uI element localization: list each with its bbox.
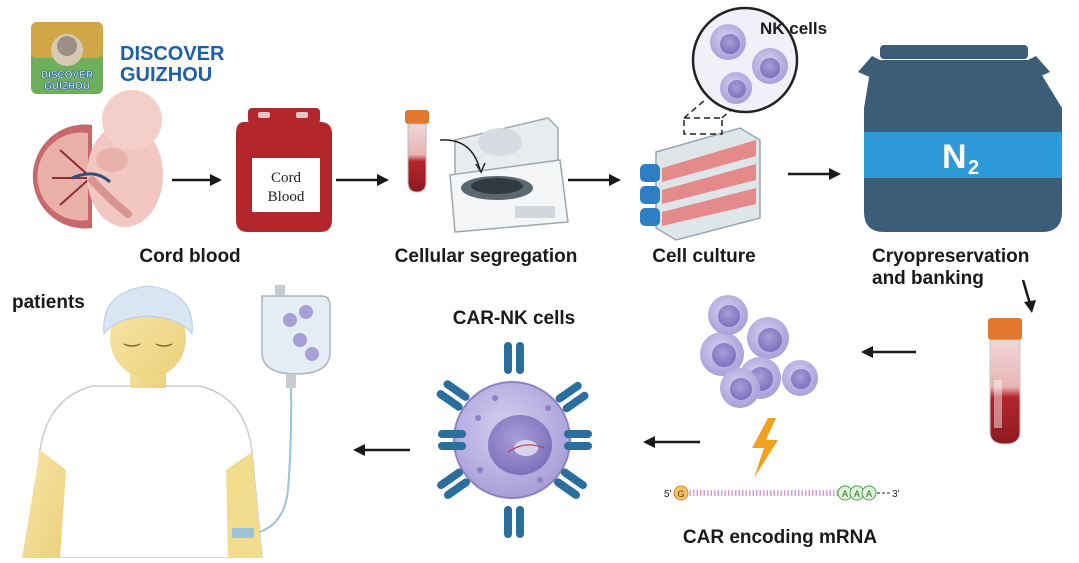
- centrifuge-illustration: [439, 117, 569, 233]
- nk-cells-zoom: NK cells: [691, 6, 827, 114]
- five-prime-label: 5': [664, 489, 672, 500]
- patient-illustration: [22, 285, 263, 559]
- logo-badge-line1: DISCOVER: [41, 70, 94, 81]
- car-mrna-strand: G A A A 5' 3': [664, 485, 900, 501]
- brand-title-line1: DISCOVER: [120, 43, 225, 65]
- bag-label-line1: Cord: [271, 170, 302, 186]
- flask-cap-2: [640, 186, 660, 204]
- flow-arrows: [172, 168, 1036, 456]
- fetus-illustration: [32, 90, 163, 229]
- iv-infusion-bag: [251, 285, 331, 535]
- label-car-encoding-mrna: CAR encoding mRNA: [683, 527, 878, 548]
- n2-symbol: N: [942, 138, 967, 176]
- label-patients: patients: [12, 292, 85, 313]
- label-cryopreservation: Cryopreservation: [872, 246, 1029, 267]
- arrow-right-3: [568, 174, 621, 186]
- label-cord-blood: Cord blood: [139, 246, 240, 267]
- nk-cells-label: NK cells: [760, 19, 827, 38]
- arrow-left-2: [643, 436, 700, 448]
- brand-title-line2: GUIZHOU: [120, 64, 212, 86]
- brand-logo: DISCOVER GUIZHOU DISCOVER GUIZHOU: [31, 22, 225, 94]
- label-car-nk-cells: CAR-NK cells: [453, 308, 575, 329]
- polyA-1: A: [842, 489, 848, 499]
- polyA-2: A: [854, 489, 860, 499]
- flask-cap-3: [640, 208, 660, 226]
- liquid-nitrogen-tank: N 2: [858, 45, 1062, 232]
- arrow-left-3: [353, 444, 410, 456]
- n2-subscript: 2: [968, 157, 979, 179]
- electroporation-lightning-icon: [752, 418, 778, 478]
- label-and-banking: and banking: [872, 268, 984, 289]
- arrow-left-1: [861, 346, 916, 358]
- car-receptor-icon: [436, 342, 592, 538]
- tank-band: [864, 132, 1062, 178]
- arrow-right-1: [172, 174, 222, 186]
- arrow-right-2: [336, 174, 389, 186]
- three-prime-label: 3': [892, 489, 900, 500]
- expanded-nk-cell-cluster: [700, 295, 818, 408]
- label-cell-culture: Cell culture: [652, 246, 755, 267]
- blood-tube: [405, 110, 429, 193]
- car-nk-cell: [436, 342, 592, 538]
- cryo-vial: [988, 318, 1022, 445]
- bag-label-line2: Blood: [268, 189, 305, 205]
- label-cellular-segregation: Cellular segregation: [395, 246, 578, 267]
- arrow-right-4: [788, 168, 841, 180]
- cell-culture-flasks: [640, 99, 761, 241]
- mrna-cap-label: G: [677, 489, 684, 499]
- bag-label: [252, 158, 320, 212]
- logo-badge-line2: GUIZHOU: [44, 81, 90, 92]
- cord-blood-bag: Cord Blood: [236, 108, 332, 232]
- arrow-down-1: [1021, 279, 1036, 313]
- polyA-3: A: [866, 489, 872, 499]
- flask-cap-1: [640, 164, 660, 182]
